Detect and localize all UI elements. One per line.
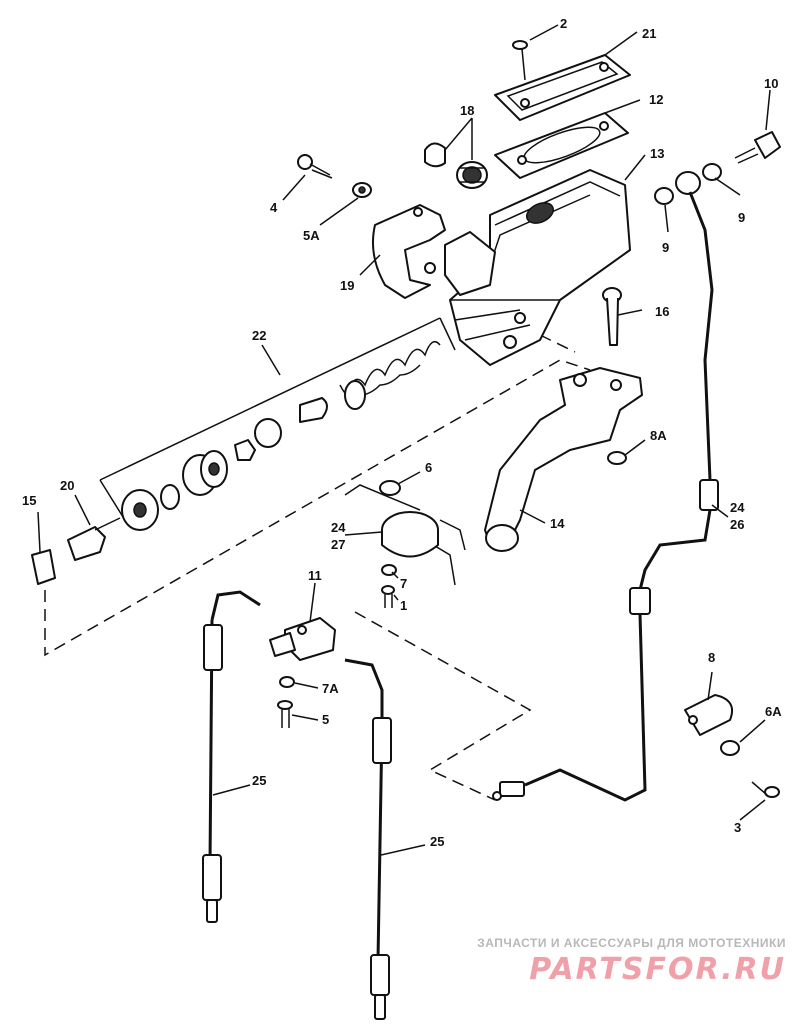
hose-crimp bbox=[372, 717, 392, 764]
push-rod bbox=[67, 517, 121, 561]
assembly-guide-line bbox=[539, 334, 576, 353]
callout-6A: 6A bbox=[765, 704, 782, 719]
line-end-fitting bbox=[492, 781, 525, 801]
callout-26: 26 bbox=[730, 517, 744, 532]
lever-nut bbox=[607, 451, 627, 465]
pivot-pin bbox=[602, 287, 622, 346]
callout-19: 19 bbox=[340, 278, 354, 293]
line-fitting bbox=[699, 479, 719, 511]
watermark-logo: PARTSFOR.RU bbox=[529, 952, 786, 987]
watermark: ЗАПЧАСТИ И АКСЕССУАРЫ ДЛЯ МОТОТЕХНИКИ PA… bbox=[477, 936, 786, 987]
line-fitting bbox=[629, 587, 651, 615]
callout-13: 13 bbox=[650, 146, 664, 161]
junction-washer bbox=[279, 676, 295, 688]
hose-crimp bbox=[370, 954, 390, 996]
callout-27: 27 bbox=[331, 537, 345, 552]
callout-5: 5 bbox=[322, 712, 329, 727]
piston-cup bbox=[299, 397, 328, 423]
brake-lever bbox=[484, 367, 643, 552]
lower-brake-line bbox=[524, 613, 647, 802]
banjo-washer bbox=[702, 163, 722, 181]
piston-end bbox=[121, 489, 159, 531]
piston-seal bbox=[254, 418, 282, 448]
piston-oring bbox=[160, 484, 180, 510]
clamp-screw bbox=[297, 154, 333, 179]
callout-9-right: 9 bbox=[738, 210, 745, 225]
reservoir-plugs bbox=[424, 142, 488, 189]
banjo-washer bbox=[654, 187, 674, 205]
callout-10: 10 bbox=[764, 76, 778, 91]
callout-14: 14 bbox=[550, 516, 565, 531]
clamp-washer bbox=[352, 182, 372, 198]
callout-8: 8 bbox=[708, 650, 715, 665]
hose-end bbox=[374, 994, 386, 1020]
switch-nut bbox=[379, 480, 401, 496]
callout-21: 21 bbox=[642, 26, 656, 41]
line-clip bbox=[684, 694, 734, 736]
banjo-fitting bbox=[675, 171, 701, 195]
piston bbox=[182, 450, 228, 496]
clip-screw bbox=[751, 781, 780, 798]
callout-7A: 7A bbox=[322, 681, 339, 696]
callout-22: 22 bbox=[252, 328, 266, 343]
clip-washer bbox=[720, 740, 740, 756]
hose-end bbox=[206, 899, 218, 923]
callout-8A: 8A bbox=[650, 428, 667, 443]
callout-11: 11 bbox=[308, 568, 322, 583]
assembly-guide-line bbox=[354, 611, 532, 801]
callout-6: 6 bbox=[425, 460, 432, 475]
hose-crimp bbox=[203, 624, 223, 671]
callout-9-left: 9 bbox=[662, 240, 669, 255]
piston-washer bbox=[234, 439, 256, 461]
callout-7: 7 bbox=[400, 576, 407, 591]
callout-24-line: 24 bbox=[730, 500, 745, 515]
switch-screw bbox=[381, 585, 395, 608]
left-hose-fitting bbox=[210, 590, 261, 621]
upper-brake-line bbox=[688, 191, 714, 481]
kit-bracket bbox=[99, 317, 456, 526]
right-hose bbox=[376, 724, 384, 961]
junction-screw bbox=[277, 700, 293, 728]
callout-24-switch: 24 bbox=[331, 520, 346, 535]
handlebar-clamp bbox=[372, 204, 446, 299]
callout-5A: 5A bbox=[303, 228, 320, 243]
callout-18: 18 bbox=[460, 103, 474, 118]
callout-25-left: 25 bbox=[252, 773, 266, 788]
right-hose-fitting bbox=[344, 658, 384, 725]
reservoir-cover bbox=[494, 54, 631, 121]
callout-25-right: 25 bbox=[430, 834, 444, 849]
callout-3: 3 bbox=[734, 820, 741, 835]
assembly-guide-line bbox=[44, 359, 591, 657]
callout-1: 1 bbox=[400, 598, 407, 613]
callout-15: 15 bbox=[22, 493, 36, 508]
callout-16: 16 bbox=[655, 304, 669, 319]
brake-light-switch bbox=[344, 484, 466, 586]
master-cylinder-body bbox=[444, 169, 631, 366]
cover-screw bbox=[512, 40, 528, 81]
dust-boot bbox=[31, 549, 56, 585]
callout-4: 4 bbox=[270, 200, 278, 215]
watermark-caption: ЗАПЧАСТИ И АКСЕССУАРЫ ДЛЯ МОТОТЕХНИКИ bbox=[477, 936, 786, 950]
cover-gasket bbox=[494, 112, 629, 179]
banjo-bolt bbox=[734, 131, 781, 164]
leader-lines bbox=[37, 24, 771, 856]
callout-12: 12 bbox=[649, 92, 663, 107]
callout-2: 2 bbox=[560, 16, 567, 31]
callout-20: 20 bbox=[60, 478, 74, 493]
hose-crimp bbox=[202, 854, 222, 901]
hose-junction-block bbox=[269, 617, 336, 661]
brake-hose-bend bbox=[638, 509, 712, 591]
piston-spring bbox=[339, 340, 441, 410]
